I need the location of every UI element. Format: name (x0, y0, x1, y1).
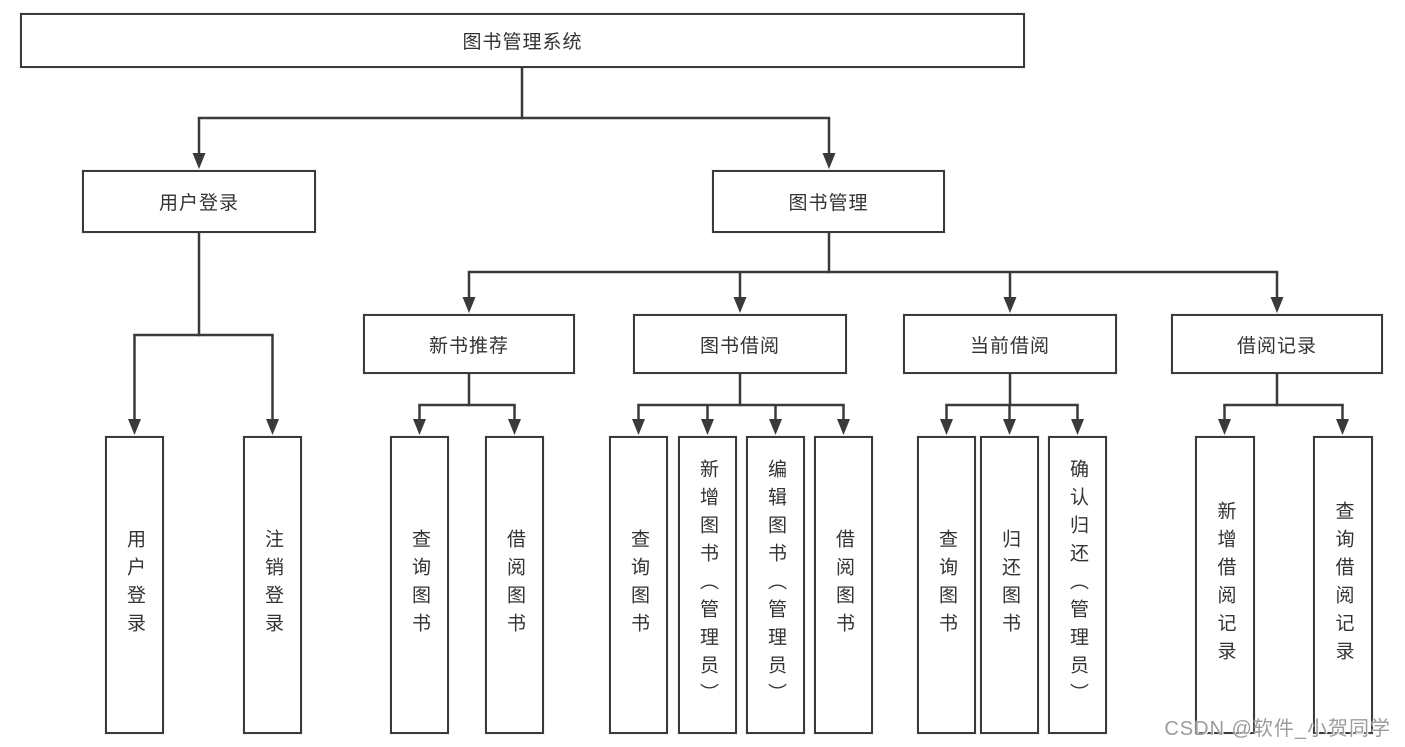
connector-login-split (128, 233, 279, 435)
leaf-query-books-borrow: 查询图书 (609, 436, 668, 734)
leaf-confirm-return-admin: 确认归还（管理员） (1048, 436, 1107, 734)
leaf-borrow-books-recommend-label: 借阅图书 (504, 529, 525, 641)
leaf-borrow-books: 借阅图书 (814, 436, 873, 734)
leaf-query-borrow-record-label: 查询借阅记录 (1332, 501, 1354, 669)
connector-root-to-level2 (192, 68, 836, 169)
node-book-management-label: 图书管理 (788, 193, 869, 214)
leaf-edit-books-admin-label: 编辑图书（管理员） (765, 459, 786, 711)
leaf-add-borrow-record: 新增借阅记录 (1195, 436, 1255, 734)
node-new-book-recommend: 新书推荐 (363, 314, 575, 374)
node-current-borrow: 当前借阅 (903, 314, 1117, 374)
leaf-add-borrow-record-label: 新增借阅记录 (1214, 501, 1236, 669)
leaf-edit-books-admin: 编辑图书（管理员） (746, 436, 805, 734)
connector-records-split (1218, 374, 1349, 435)
node-new-book-recommend-label: 新书推荐 (428, 335, 509, 357)
leaf-query-books-borrow-label: 查询图书 (628, 529, 649, 641)
leaf-query-books-recommend-label: 查询图书 (409, 529, 430, 641)
leaf-borrow-books-label: 借阅图书 (833, 529, 854, 641)
node-book-borrow: 图书借阅 (633, 314, 847, 374)
connector-newbooks-split (413, 374, 521, 435)
node-book-borrow-label: 图书借阅 (699, 335, 780, 357)
connector-current-split (940, 374, 1084, 435)
leaf-logout: 注销登录 (243, 436, 302, 734)
csdn-watermark: CSDN @软件_小贺同学 (1164, 718, 1391, 740)
leaf-return-books: 归还图书 (980, 436, 1039, 734)
leaf-user-login: 用户登录 (105, 436, 164, 734)
leaf-logout-label: 注销登录 (262, 529, 283, 641)
node-user-login: 用户登录 (82, 170, 316, 233)
node-borrow-records: 借阅记录 (1171, 314, 1383, 374)
node-library-system: 图书管理系统 (20, 13, 1025, 68)
leaf-borrow-books-recommend: 借阅图书 (485, 436, 544, 734)
leaf-add-books-admin: 新增图书（管理员） (678, 436, 737, 734)
leaf-query-books-current-label: 查询图书 (936, 529, 957, 641)
leaf-confirm-return-admin-label: 确认归还（管理员） (1067, 459, 1088, 711)
node-current-borrow-label: 当前借阅 (969, 335, 1050, 357)
leaf-query-books-current: 查询图书 (917, 436, 976, 734)
node-user-login-label: 用户登录 (158, 193, 239, 214)
leaf-return-books-label: 归还图书 (999, 529, 1020, 641)
connector-borrow-split (632, 374, 850, 435)
node-borrow-records-label: 借阅记录 (1236, 335, 1317, 357)
leaf-add-books-admin-label: 新增图书（管理员） (697, 459, 718, 711)
node-book-management: 图书管理 (712, 170, 945, 233)
connector-mgmt-to-level3 (462, 233, 1284, 313)
leaf-user-login-label: 用户登录 (124, 529, 145, 641)
node-library-system-label: 图书管理系统 (462, 32, 583, 53)
leaf-query-borrow-record: 查询借阅记录 (1313, 436, 1373, 734)
leaf-query-books-recommend: 查询图书 (390, 436, 449, 734)
